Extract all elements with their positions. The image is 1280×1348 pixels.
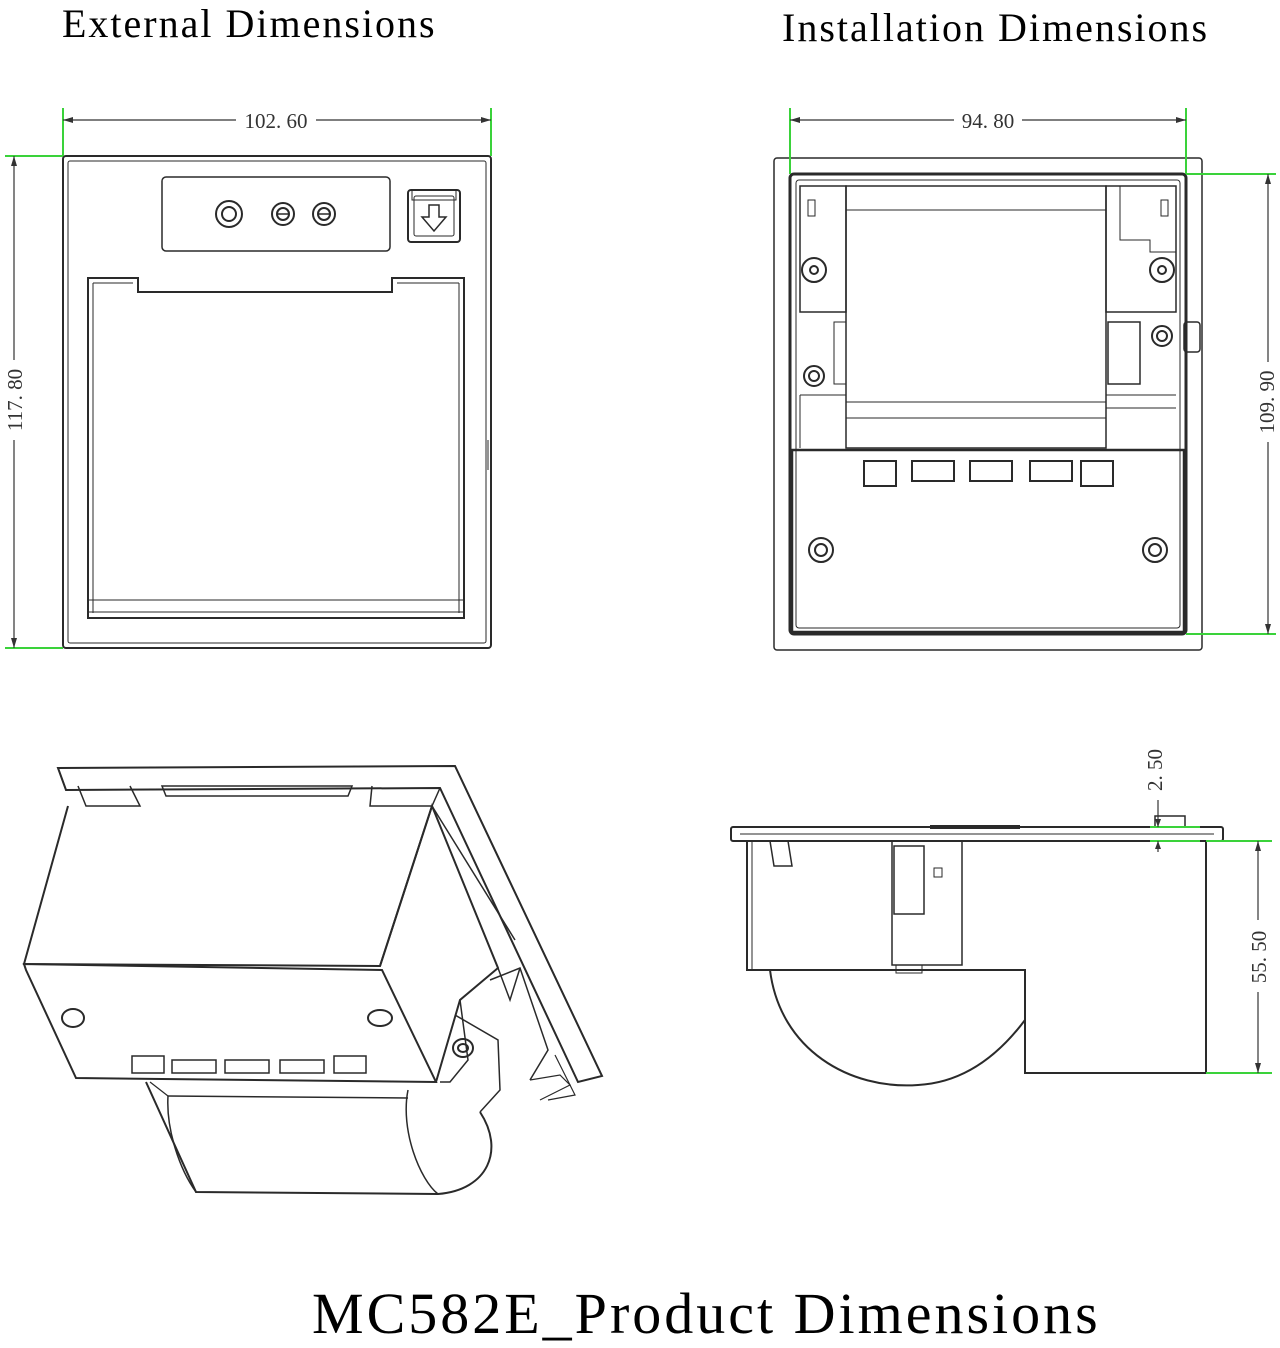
install-body bbox=[788, 172, 1188, 636]
screw-hole-icon bbox=[1149, 257, 1175, 283]
paper-feed-arrow-icon bbox=[407, 189, 461, 243]
led-indicator-icon bbox=[312, 202, 336, 226]
iso-paper-roll bbox=[145, 1081, 493, 1196]
installation-rear-view bbox=[773, 157, 1203, 651]
external-front-view bbox=[62, 155, 492, 649]
screw-hole-icon bbox=[803, 365, 825, 387]
paper-door bbox=[87, 277, 465, 619]
install-height-label: 109. 90 bbox=[1255, 371, 1279, 434]
side-view bbox=[730, 815, 1224, 1087]
led-indicator-icon bbox=[271, 202, 295, 226]
screw-hole-icon bbox=[367, 1009, 393, 1027]
screw-hole-icon bbox=[1142, 537, 1168, 563]
installation-dimensions-title: Installation Dimensions bbox=[782, 5, 1210, 50]
side-depth-label: 55. 50 bbox=[1247, 931, 1271, 984]
connector-row bbox=[863, 460, 1114, 487]
side-flange-label: 2. 50 bbox=[1143, 749, 1167, 791]
rear-cover bbox=[790, 448, 1186, 634]
external-height-label: 117. 80 bbox=[3, 369, 27, 431]
side-dimension-lines bbox=[1150, 800, 1272, 1074]
screw-hole-icon bbox=[1151, 325, 1173, 347]
screw-hole-icon bbox=[801, 257, 827, 283]
isometric-view bbox=[22, 764, 604, 1196]
external-dimensions-title: External Dimensions bbox=[62, 1, 437, 46]
iso-rear-face bbox=[22, 962, 438, 1084]
led-indicator-icon bbox=[215, 200, 243, 228]
external-width-label: 102. 60 bbox=[245, 109, 308, 133]
side-body bbox=[746, 841, 1207, 1074]
screw-hole-icon bbox=[61, 1008, 85, 1028]
install-flange bbox=[773, 157, 1203, 651]
product-dimensions-title: MC582E_Product Dimensions bbox=[312, 1281, 1101, 1346]
external-bezel-inner bbox=[67, 160, 487, 644]
control-panel bbox=[161, 176, 391, 252]
external-bezel bbox=[62, 155, 492, 649]
print-mechanism bbox=[845, 185, 1107, 449]
connector-row bbox=[131, 1055, 367, 1074]
install-width-label: 94. 80 bbox=[962, 109, 1015, 133]
iso-bezel bbox=[56, 764, 604, 1084]
side-paper-roll bbox=[769, 969, 1026, 1087]
screw-hole-icon bbox=[808, 537, 834, 563]
installation-dimension-lines bbox=[789, 108, 1276, 635]
external-dimension-lines bbox=[5, 108, 492, 649]
